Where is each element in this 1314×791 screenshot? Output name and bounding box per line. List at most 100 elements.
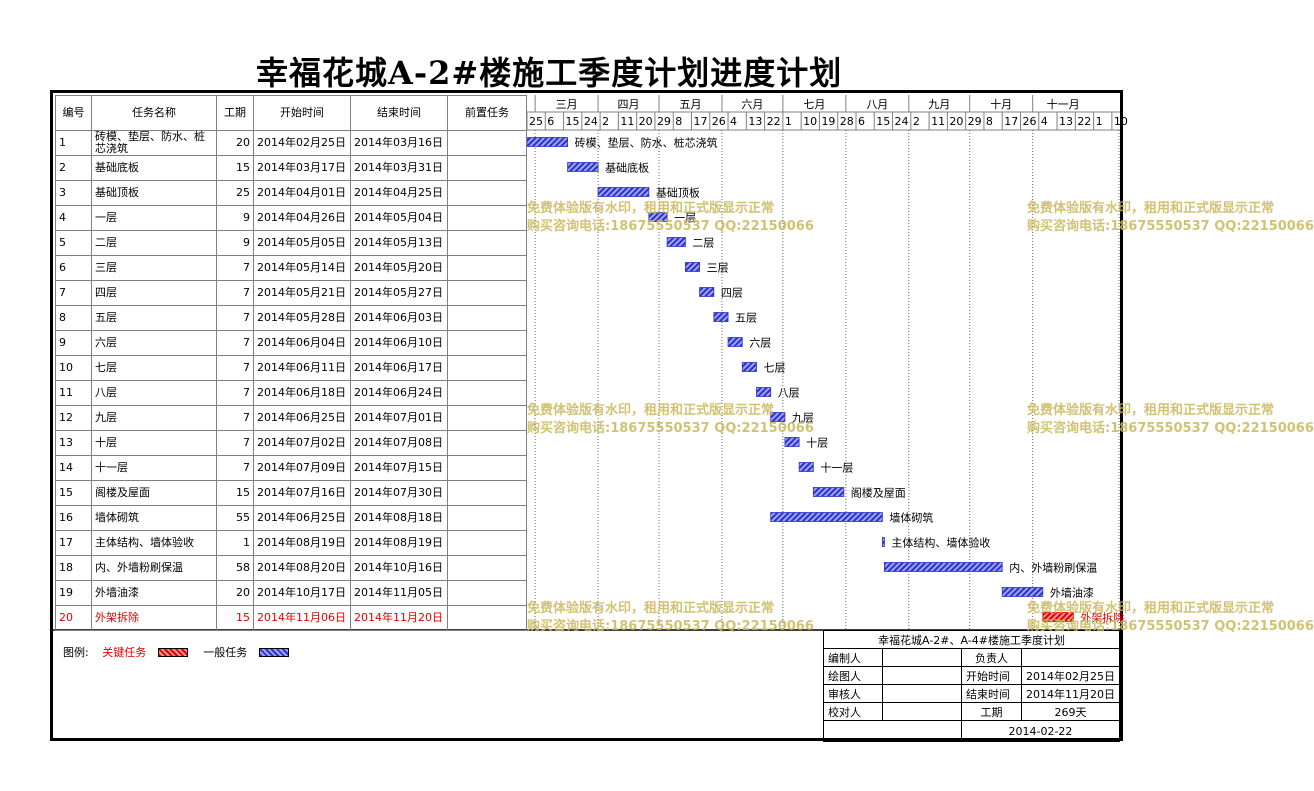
- task-id: 12: [55, 405, 92, 431]
- task-duration: 7: [216, 405, 254, 431]
- info-checker-label: 校对人: [823, 702, 883, 721]
- day-tick-label: 11: [931, 115, 945, 128]
- task-pred: [447, 530, 527, 556]
- task-pred: [447, 430, 527, 456]
- task-end: 2014年07月01日: [350, 405, 448, 431]
- task-start: 2014年06月25日: [253, 505, 351, 531]
- task-name: 内、外墙粉刷保温: [91, 555, 217, 581]
- day-tick-label: 24: [895, 115, 909, 128]
- task-id: 20: [55, 605, 92, 631]
- info-date: 2014-02-22: [960, 720, 1121, 742]
- month-label: 八月: [866, 98, 888, 111]
- task-name: 墙体砌筑: [91, 505, 217, 531]
- task-duration: 9: [216, 205, 254, 231]
- task-end: 2014年07月15日: [350, 455, 448, 481]
- task-end: 2014年11月05日: [350, 580, 448, 606]
- month-label: 三月: [556, 98, 578, 111]
- task-end: 2014年07月08日: [350, 430, 448, 456]
- task-id: 5: [55, 230, 92, 256]
- day-tick-label: 25: [529, 115, 543, 128]
- month-label: 四月: [618, 98, 640, 111]
- task-start: 2014年05月21日: [253, 280, 351, 306]
- task-start: 2014年04月01日: [253, 180, 351, 206]
- task-pred: [447, 155, 527, 181]
- day-tick-label: 17: [1004, 115, 1018, 128]
- info-reviewer-label: 审核人: [823, 684, 883, 703]
- task-name: 六层: [91, 330, 217, 356]
- gantt-bar-label: 外墙油漆: [1050, 586, 1094, 600]
- task-end: 2014年06月03日: [350, 305, 448, 331]
- day-tick-label: 10: [803, 115, 817, 128]
- task-id: 8: [55, 305, 92, 331]
- info-end: 2014年11月20日: [1020, 684, 1121, 703]
- task-pred: [447, 205, 527, 231]
- task-id: 7: [55, 280, 92, 306]
- day-tick-label: 4: [730, 115, 737, 128]
- day-tick-label: 15: [566, 115, 580, 128]
- day-tick-label: 13: [1059, 115, 1073, 128]
- task-end: 2014年11月20日: [350, 605, 448, 631]
- task-end: 2014年04月25日: [350, 180, 448, 206]
- col-id-header: 编号: [55, 95, 92, 131]
- task-duration: 58: [216, 555, 254, 581]
- task-pred: [447, 255, 527, 281]
- task-name: 八层: [91, 380, 217, 406]
- task-name: 砖模、垫层、防水、桩芯浇筑: [91, 130, 217, 156]
- day-tick-label: 11: [620, 115, 634, 128]
- task-start: 2014年05月14日: [253, 255, 351, 281]
- task-end: 2014年03月16日: [350, 130, 448, 156]
- task-duration: 20: [216, 580, 254, 606]
- day-tick-label: 24: [584, 115, 598, 128]
- gantt-bar-label: 一层: [674, 212, 696, 225]
- task-start: 2014年03月17日: [253, 155, 351, 181]
- task-pred: [447, 230, 527, 256]
- gantt-bar: [597, 187, 650, 197]
- info-reviewer: [881, 684, 962, 703]
- task-pred: [447, 480, 527, 506]
- gantt-bar-label: 九层: [792, 412, 814, 425]
- task-duration: 15: [216, 155, 254, 181]
- task-id: 18: [55, 555, 92, 581]
- task-start: 2014年07月16日: [253, 480, 351, 506]
- task-start: 2014年06月04日: [253, 330, 351, 356]
- gantt-bar-label: 六层: [749, 337, 771, 350]
- task-duration: 1: [216, 530, 254, 556]
- info-drawer: [881, 666, 962, 685]
- info-duration: 269天: [1020, 702, 1121, 721]
- day-tick-label: 20: [949, 115, 963, 128]
- info-drawer-label: 绘图人: [823, 666, 883, 685]
- gantt-bar: [798, 462, 814, 472]
- col-name-header: 任务名称: [91, 95, 217, 131]
- day-tick-label: 22: [1077, 115, 1091, 128]
- task-end: 2014年10月16日: [350, 555, 448, 581]
- task-start: 2014年04月26日: [253, 205, 351, 231]
- col-end-header: 结束时间: [350, 95, 448, 131]
- day-tick-label: 22: [767, 115, 781, 128]
- info-start: 2014年02月25日: [1020, 666, 1121, 685]
- info-owner-label: 负责人: [960, 648, 1022, 667]
- task-pred: [447, 380, 527, 406]
- task-name: 九层: [91, 405, 217, 431]
- task-end: 2014年06月17日: [350, 355, 448, 381]
- info-checker: [881, 702, 962, 721]
- task-duration: 7: [216, 280, 254, 306]
- task-id: 3: [55, 180, 92, 206]
- day-tick-label: 13: [748, 115, 762, 128]
- day-tick-label: 8: [675, 115, 682, 128]
- task-pred: [447, 455, 527, 481]
- task-id: 17: [55, 530, 92, 556]
- gantt-bar-label: 墙体砌筑: [889, 511, 933, 525]
- month-label: 五月: [679, 98, 701, 111]
- task-id: 4: [55, 205, 92, 231]
- task-duration: 7: [216, 380, 254, 406]
- gantt-bar-label: 七层: [763, 362, 785, 375]
- task-name: 十一层: [91, 455, 217, 481]
- gantt-bar: [727, 337, 743, 347]
